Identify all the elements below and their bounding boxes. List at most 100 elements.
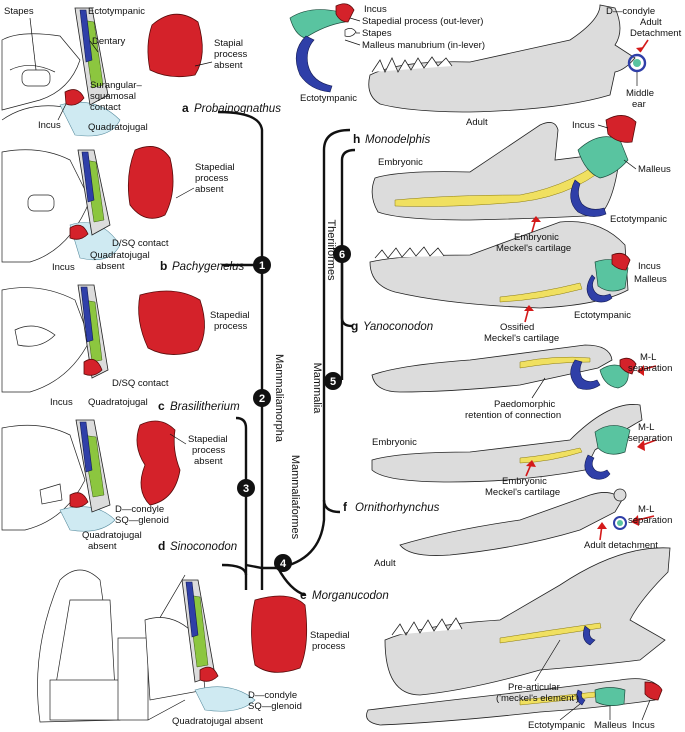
top-adult-jaw	[368, 4, 636, 113]
svg-text:g: g	[351, 319, 358, 333]
label-incus-e: Incus	[632, 720, 655, 731]
label-middle-ear-2: ear	[632, 99, 646, 110]
label-dsq-contact-b: D/SQ contact	[112, 238, 169, 249]
clade-mammalia: Mammalia	[311, 363, 323, 415]
taxon-c: c Brasilitherium	[158, 399, 240, 413]
panel-b-stapes-3d	[127, 146, 174, 219]
label-quadratojugal-absent-b-2: absent	[96, 261, 125, 272]
jaw-paedomorphic	[371, 344, 657, 393]
label-adult-detachment-f: Adult detachment	[584, 540, 658, 551]
node-6: 6	[333, 245, 351, 263]
taxon-g: g Yanoconodon	[351, 319, 433, 333]
label-stapes: Stapes	[4, 6, 34, 17]
jaw-monodelphis	[371, 115, 637, 233]
svg-text:d: d	[158, 539, 165, 553]
label-stapedial-absent-b-2: process	[195, 173, 229, 184]
jaw-embryonic-ornithorhynchus	[371, 404, 657, 483]
label-ml-sep-f2-1: M-L	[638, 504, 654, 515]
panel-b-skull	[1, 149, 121, 263]
svg-text:Sinoconodon: Sinoconodon	[170, 541, 237, 553]
label-embryonic-f: Embryonic	[372, 437, 417, 448]
svg-text:b: b	[160, 259, 167, 273]
panel-e-stapes-3d	[251, 595, 308, 673]
node-2: 2	[253, 389, 271, 407]
jaw-morganucodon-medial	[366, 678, 663, 726]
label-ectotympanic-g: Ectotympanic	[574, 310, 631, 321]
label-embryonic-meckel-f-1: Embryonic	[502, 476, 547, 487]
label-incus-h: Incus	[572, 120, 595, 131]
label-stapedial-absent-d-3: absent	[194, 456, 223, 467]
label-ossified-meckel-1: Ossified	[500, 322, 534, 333]
svg-text:Pachygenelus: Pachygenelus	[172, 261, 244, 273]
panel-a-stapes-3d	[147, 13, 203, 78]
label-incus-a: Incus	[38, 120, 61, 131]
svg-text:5: 5	[330, 376, 336, 388]
label-incus-c: Incus	[50, 397, 73, 408]
taxon-h: h Monodelphis	[353, 132, 430, 146]
label-paedomorphic-2: retention of connection	[465, 410, 561, 421]
stapes-shape	[21, 69, 51, 87]
panel-a-skull	[1, 7, 121, 137]
phylogenetic-tree	[217, 110, 356, 597]
label-stapedial-absent-d-1: Stapedial	[188, 434, 228, 445]
label-surangular-1: Surangular–	[90, 80, 142, 91]
label-stapial-2: process	[214, 49, 248, 60]
label-d-condyle-d: D—condyle	[115, 504, 164, 515]
jaw-yanoconodon	[369, 221, 631, 323]
taxon-e: e Morganucodon	[300, 588, 389, 602]
label-malleus-g: Malleus	[634, 274, 667, 285]
label-dsq-contact-c: D/SQ contact	[112, 378, 169, 389]
label-surangular-2: squamosal	[90, 91, 136, 102]
svg-text:Monodelphis: Monodelphis	[365, 134, 430, 146]
label-dentary: Dentary	[92, 36, 126, 47]
label-adult-f: Adult	[374, 558, 396, 569]
top-middle-ear	[627, 39, 649, 73]
label-top-stapedial-out: Stapedial process (out-lever)	[362, 16, 483, 27]
label-quadratojugal-c: Quadratojugal	[88, 397, 148, 408]
label-embryonic-meckel-h-2: Meckel's cartilage	[496, 243, 571, 254]
label-stapedial-absent-b-3: absent	[195, 184, 224, 195]
label-stapedial-absent-d-2: process	[192, 445, 226, 456]
panel-d-skull	[1, 419, 116, 532]
label-top-adult-detachment-1: Adult	[640, 17, 662, 28]
label-paedomorphic-1: Paedomorphic	[494, 399, 556, 410]
label-ml-sep-1: M-L	[640, 352, 656, 363]
svg-text:6: 6	[339, 249, 345, 261]
label-embryonic-meckel-f-2: Meckel's cartilage	[485, 487, 560, 498]
label-quadratojugal-a: Quadratojugal	[88, 122, 148, 133]
label-ectotympanic-h: Ectotympanic	[610, 214, 667, 225]
svg-text:2: 2	[259, 393, 265, 405]
svg-text:Yanoconodon: Yanoconodon	[363, 321, 433, 333]
svg-text:Brasilitherium: Brasilitherium	[170, 401, 240, 413]
svg-text:Morganucodon: Morganucodon	[312, 590, 389, 602]
label-stapial-3: absent	[214, 60, 243, 71]
label-top-d-condyle: D—condyle	[606, 6, 655, 17]
clade-mammaliamorpha: Mammaliamorpha	[273, 354, 285, 443]
panel-e-skull	[144, 579, 256, 712]
label-embryonic-h: Embryonic	[378, 157, 423, 168]
label-quadratojugal-absent-e: Quadratojugal absent	[172, 716, 263, 727]
label-embryonic-meckel-h-1: Embryonic	[514, 232, 559, 243]
label-stapedial-process-c-1: Stapedial	[210, 310, 250, 321]
taxon-d: d Sinoconodon	[158, 539, 237, 553]
svg-text:4: 4	[280, 558, 287, 570]
label-top-adult-detachment-2: Detachment	[630, 28, 682, 39]
label-ectotympanic-a: Ectotympanic	[88, 6, 145, 17]
label-top-stapes: Stapes	[362, 28, 392, 39]
label-top-incus: Incus	[364, 4, 387, 15]
label-stapedial-absent-b-1: Stapedial	[195, 162, 235, 173]
taxon-f: f Ornithorhynchus	[343, 500, 440, 514]
label-stapedial-process-e-2: process	[312, 641, 346, 652]
node-5: 5	[324, 372, 342, 390]
svg-text:3: 3	[243, 483, 249, 495]
label-pre-articular-1: Pre-articular	[508, 682, 560, 693]
label-top-malleus: Malleus manubrium (in-lever)	[362, 40, 485, 51]
label-pre-articular-2: ('meckel's element')	[496, 693, 579, 704]
label-ossified-meckel-2: Meckel's cartilage	[484, 333, 559, 344]
zoom-box	[117, 637, 149, 721]
incus-a	[64, 89, 85, 106]
panel-d-stapes-3d	[136, 420, 181, 506]
svg-text:c: c	[158, 399, 165, 413]
